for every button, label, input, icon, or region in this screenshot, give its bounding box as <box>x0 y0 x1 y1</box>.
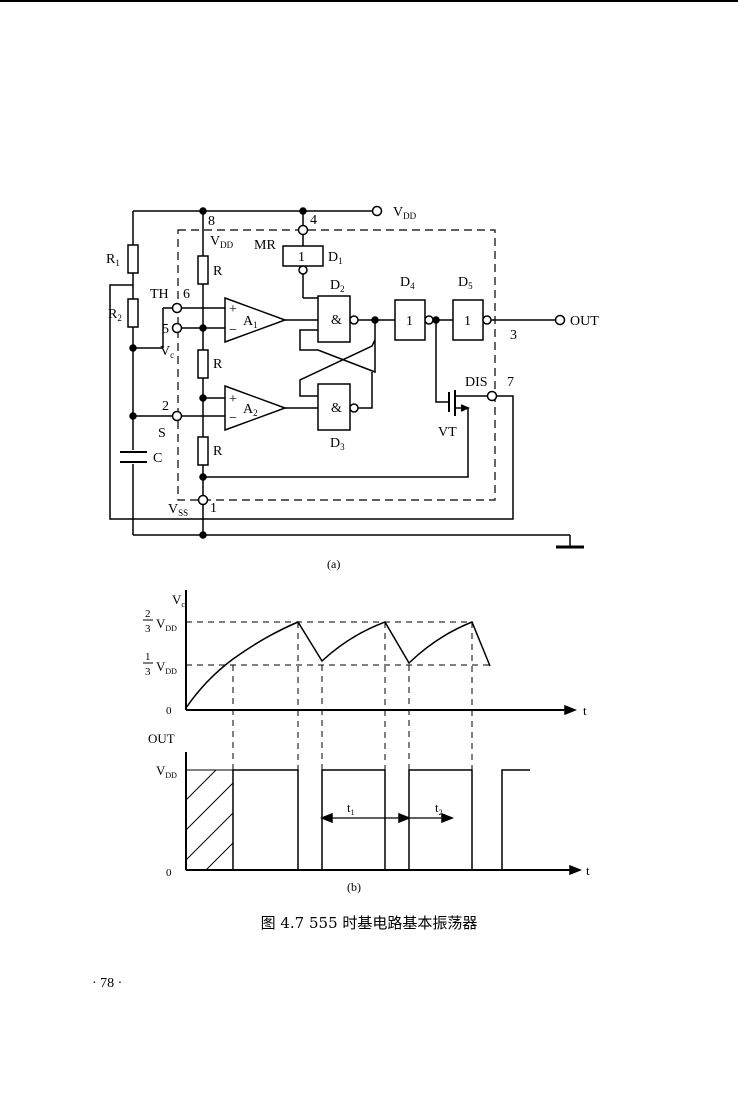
resistor-r1 <box>127 244 139 274</box>
waveform-diagram: Vc 2 3 VDD 1 3 VDD 0 t OUT VDD 0 t t1 t2… <box>143 590 590 894</box>
label-d3-and: & <box>331 401 342 416</box>
pin-4-terminal <box>297 224 309 236</box>
label-mr: MR <box>254 238 276 253</box>
label-pin8: 8 <box>208 214 215 229</box>
comparator-a1 <box>224 296 288 344</box>
label-zero-out: 0 <box>166 867 172 879</box>
label-a2: A2 <box>243 402 258 418</box>
label-a1-minus: − <box>229 323 237 338</box>
figure-caption: 图 4.7 555 时基电路基本振荡器 <box>260 914 478 932</box>
label-d5: D5 <box>458 275 473 291</box>
label-pin1: 1 <box>210 501 217 516</box>
figure-4-7: VDD 8 4 VDD MR 1 D1 D2 D4 D5 D3 & & 1 1 … <box>106 205 599 894</box>
page-number: · 78 · <box>92 976 123 991</box>
label-dis: DIS <box>465 375 488 390</box>
label-d4: D4 <box>400 275 415 291</box>
caption-a: (a) <box>327 557 340 571</box>
divider-resistor-top <box>197 255 209 285</box>
label-r1: R1 <box>106 252 120 268</box>
dis-terminal <box>486 390 498 402</box>
gate-d5 <box>452 299 484 341</box>
label-d1-gate: 1 <box>298 250 305 265</box>
label-level-low-den: 3 <box>145 666 151 678</box>
chip-outline <box>177 229 496 501</box>
label-level-high-num: 2 <box>145 608 151 620</box>
label-pin5: 5 <box>162 322 169 337</box>
label-zero-vc: 0 <box>166 705 172 717</box>
label-level-low: VDD <box>156 659 177 676</box>
label-pin4: 4 <box>310 213 317 228</box>
label-vdd-level: VDD <box>156 763 177 780</box>
caption-b: (b) <box>347 880 361 894</box>
gate-d4 <box>394 299 426 341</box>
label-pin2: 2 <box>162 399 169 414</box>
label-vss: VSS <box>168 502 188 518</box>
label-d4-not: 1 <box>406 314 413 329</box>
resistor-r2 <box>127 298 139 328</box>
pin-1-terminal <box>197 494 209 506</box>
vdd-terminal <box>371 205 383 217</box>
out-terminal <box>554 314 566 326</box>
label-t-axis-vc: t <box>583 703 587 718</box>
label-a2-plus: + <box>229 392 237 407</box>
divider-resistor-bottom <box>197 436 209 466</box>
label-a2-minus: − <box>229 411 237 426</box>
pin-th-terminal <box>171 302 183 314</box>
label-pin7: 7 <box>507 375 514 390</box>
gate-d3 <box>317 383 351 431</box>
label-a1-plus: + <box>229 302 237 317</box>
out-waveform <box>232 769 530 871</box>
pin-5-terminal <box>171 322 183 334</box>
label-r-top: R <box>213 264 223 279</box>
label-s: S <box>158 426 166 441</box>
label-d1: D1 <box>328 250 343 266</box>
label-d5-not: 1 <box>464 314 471 329</box>
label-t2: t2 <box>435 800 443 817</box>
label-level-high: VDD <box>156 616 177 633</box>
label-d3: D3 <box>330 436 345 452</box>
label-vdd-inner: VDD <box>210 234 234 250</box>
pin-s-terminal <box>171 410 183 422</box>
label-pin6: 6 <box>183 287 190 302</box>
label-r-mid: R <box>213 357 223 372</box>
vc-waveform <box>185 621 491 709</box>
label-vdd-top: VDD <box>393 205 417 221</box>
label-vc: Vc <box>160 344 174 360</box>
label-th: TH <box>150 287 169 302</box>
label-level-high-den: 3 <box>145 623 151 635</box>
circuit-diagram: VDD 8 4 VDD MR 1 D1 D2 D4 D5 D3 & & 1 1 … <box>106 205 599 571</box>
label-level-low-num: 1 <box>145 651 151 663</box>
label-out: OUT <box>570 314 599 329</box>
label-r2: R2 <box>108 307 122 323</box>
label-r-bottom: R <box>213 444 223 459</box>
gate-d2 <box>317 295 351 343</box>
label-d2-and: & <box>331 313 342 328</box>
divider-resistor-mid <box>197 349 209 379</box>
label-t-axis-out: t <box>586 863 590 878</box>
label-d2: D2 <box>330 278 345 294</box>
label-t1: t1 <box>347 800 355 817</box>
label-c: C <box>153 451 162 466</box>
label-pin3: 3 <box>510 328 517 343</box>
comparator-a2 <box>224 384 288 432</box>
label-vc-axis: Vc <box>172 592 185 609</box>
label-out-axis: OUT <box>148 731 175 746</box>
page-top-rule <box>0 0 738 2</box>
label-a1: A1 <box>243 314 258 330</box>
label-vt: VT <box>438 425 457 440</box>
